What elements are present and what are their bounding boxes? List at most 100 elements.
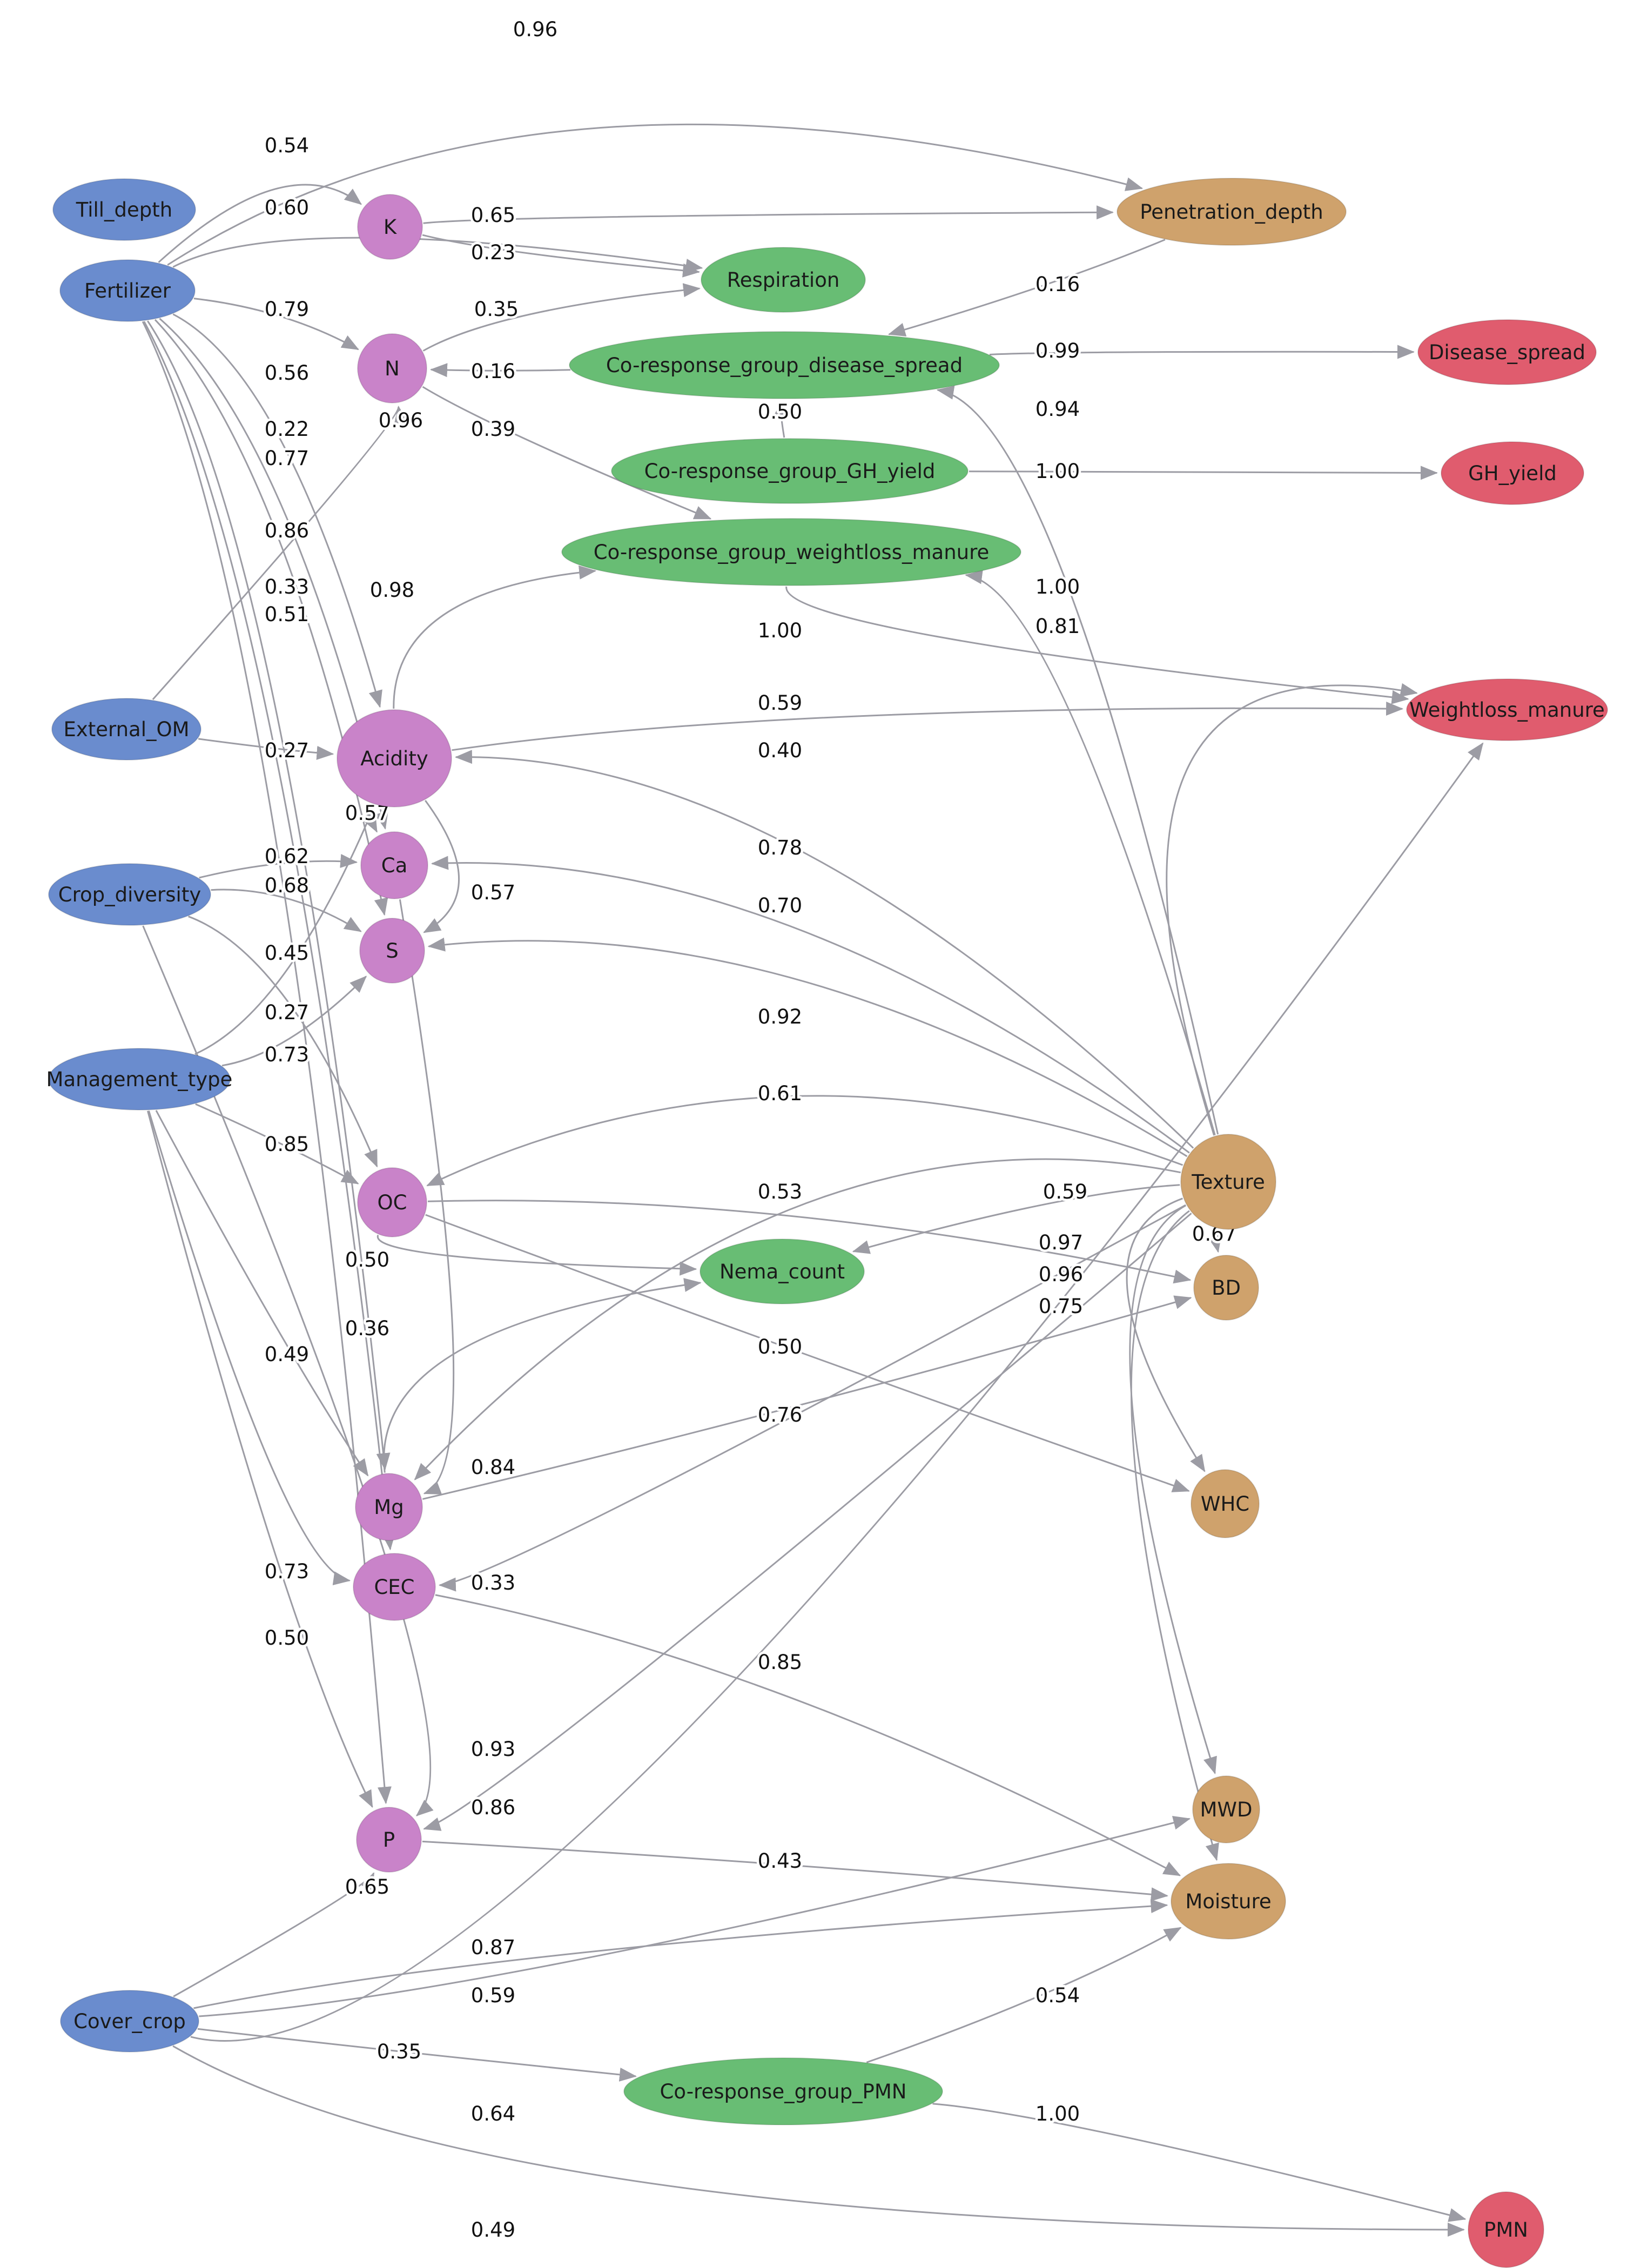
edge-weight-label: 0.53 <box>758 1180 802 1203</box>
node-nema_count: Nema_count <box>700 1239 865 1304</box>
edge-weight-label: 0.59 <box>1043 1180 1087 1203</box>
edge-cover_crop-to-pmn <box>172 2045 1465 2237</box>
node-acidity: Acidity <box>337 709 452 807</box>
edge-cec-to-moisture <box>435 1594 1181 1876</box>
node-gh_yield: GH_yield <box>1441 441 1584 505</box>
node-shape-crg_wm <box>561 518 1021 586</box>
edge-weight-label: 0.16 <box>1035 273 1080 296</box>
edge-weight-label: 0.36 <box>345 1317 389 1340</box>
edge-cover_crop-to-weightloss_manure <box>190 742 1484 2042</box>
edge-ca-to-mg <box>399 899 455 1495</box>
edge-weight-label: 0.85 <box>265 1133 309 1156</box>
edge-texture-to-mg <box>414 1158 1181 1480</box>
node-k: K <box>357 194 423 260</box>
edge-crg_disease-to-n <box>430 363 571 378</box>
node-crg_gh: Co-response_group_GH_yield <box>611 438 969 504</box>
edge-texture-to-crg_disease <box>936 386 1219 1135</box>
edge-weight-label: 0.73 <box>265 1560 309 1583</box>
edge-fertilizer-to-n <box>193 298 359 351</box>
edge-weight-label: 0.96 <box>1039 1263 1083 1286</box>
edge-texture-to-ca <box>431 856 1190 1154</box>
node-shape-fertilizer <box>59 259 196 322</box>
edge-texture-to-s <box>427 937 1188 1157</box>
edge-weight-label: 0.99 <box>1035 339 1080 362</box>
edge-weight-label: 0.57 <box>471 881 515 904</box>
edge-weight-label: 0.45 <box>265 941 309 965</box>
node-pmn: PMN <box>1468 2191 1544 2268</box>
node-shape-cover_crop <box>60 1990 199 2052</box>
node-s: S <box>359 918 425 984</box>
node-label-crg_gh: Co-response_group_GH_yield <box>644 460 936 483</box>
edge-management_type-to-acidity <box>194 807 374 1055</box>
node-label-disease_spread: Disease_spread <box>1429 341 1585 364</box>
edge-weight-label: 0.54 <box>1035 1984 1080 2007</box>
edge-weight-label: 0.70 <box>758 894 802 917</box>
node-label-s: S <box>386 939 399 963</box>
edge-n-to-crg_wm <box>422 386 712 520</box>
node-label-acidity: Acidity <box>360 747 428 770</box>
edge-fertilizer-to-p <box>142 321 392 1805</box>
edge-weight-label: 0.64 <box>471 2102 515 2125</box>
edge-crg_pmn-to-pmn <box>932 2103 1467 2222</box>
node-label-ca: Ca <box>381 854 408 877</box>
edge-weight-label: 0.49 <box>265 1343 309 1366</box>
edge-weight-label: 1.00 <box>1035 575 1080 598</box>
edge-fertilizer-to-cec <box>143 321 396 1551</box>
node-label-p: P <box>383 1828 395 1852</box>
node-label-crop_diversity: Crop_diversity <box>58 883 201 906</box>
edge-oc-to-nema_count <box>376 1235 697 1276</box>
node-shape-p <box>356 1807 422 1873</box>
node-shape-gh_yield <box>1441 441 1584 505</box>
node-shape-whc <box>1191 1469 1260 1538</box>
edge-crop_diversity-to-s <box>211 889 362 932</box>
edge-weight-label: 0.35 <box>474 298 519 321</box>
node-shape-moisture <box>1171 1863 1286 1940</box>
edge-weight-label: 0.81 <box>1035 615 1080 638</box>
edge-mg-to-nema_count <box>383 1278 702 1473</box>
edge-weight-label: 0.43 <box>758 1849 802 1873</box>
edge-texture-to-oc <box>426 1095 1184 1187</box>
edge-weight-label: 0.65 <box>345 1875 389 1899</box>
edge-penetration_depth-to-crg_disease <box>887 239 1166 337</box>
node-label-penetration_depth: Penetration_depth <box>1140 200 1323 224</box>
edge-weight-label: 0.79 <box>265 298 309 321</box>
edge-weight-label: 0.39 <box>471 418 515 441</box>
node-label-n: N <box>385 357 400 380</box>
edge-weight-label: 0.33 <box>265 575 309 598</box>
edge-mg-to-bd <box>422 1295 1192 1500</box>
edge-management_type-to-cec <box>148 1111 351 1585</box>
edge-weight-label: 0.68 <box>265 874 309 897</box>
edge-crop_diversity-to-ca <box>199 854 358 879</box>
edge-k-to-respiration <box>422 234 701 278</box>
node-shape-nema_count <box>700 1239 865 1304</box>
edge-weight-label: 0.98 <box>370 578 414 602</box>
edge-acidity-to-s <box>423 800 460 933</box>
node-shape-mwd <box>1192 1775 1260 1843</box>
node-label-external_om: External_OM <box>63 718 189 741</box>
edge-fertilizer-to-ca <box>159 318 388 830</box>
node-label-moisture: Moisture <box>1185 1890 1271 1913</box>
edge-weight-label: 0.54 <box>265 134 309 157</box>
node-label-crg_disease: Co-response_group_disease_spread <box>606 354 963 377</box>
node-shape-crg_pmn <box>623 2057 943 2125</box>
node-fertilizer: Fertilizer <box>59 259 196 322</box>
node-shape-mg <box>355 1473 423 1541</box>
node-shape-crg_disease <box>569 331 1000 399</box>
node-shape-s <box>359 918 425 984</box>
edge-weight-label: 0.97 <box>1039 1231 1083 1254</box>
edge-management_type-to-oc <box>195 1103 359 1185</box>
node-label-oc: OC <box>378 1191 407 1214</box>
node-oc: OC <box>357 1167 427 1237</box>
node-label-texture: Texture <box>1191 1170 1265 1194</box>
node-shape-bd <box>1193 1255 1259 1321</box>
edge-external_om-to-n <box>152 406 408 700</box>
edge-crg_gh-to-crg_disease <box>772 402 786 438</box>
edge-weight-label: 0.73 <box>265 1043 309 1066</box>
node-label-pmn: PMN <box>1484 2218 1528 2242</box>
node-label-cec: CEC <box>374 1576 414 1599</box>
node-respiration: Respiration <box>701 247 866 313</box>
edge-cover_crop-to-moisture <box>193 1899 1168 2009</box>
edge-weight-label: 0.27 <box>265 739 309 762</box>
edge-weight-label: 0.16 <box>471 360 515 383</box>
